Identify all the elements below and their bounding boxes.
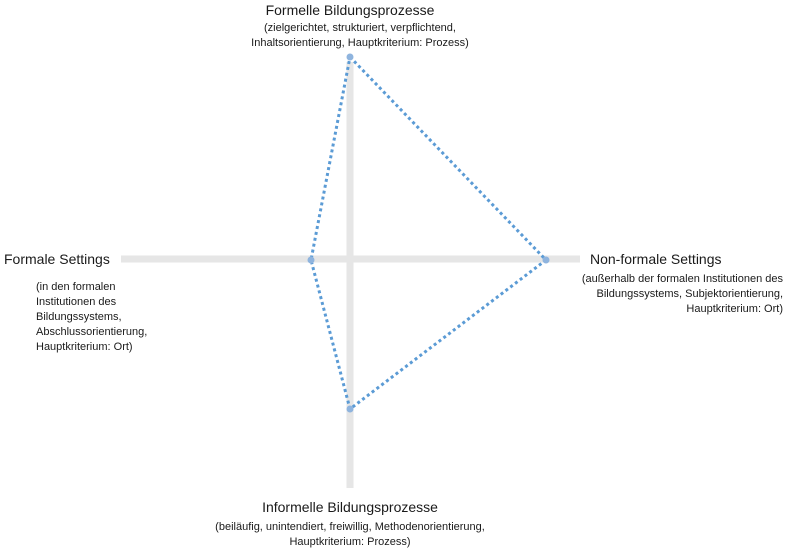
- right-desc-line: Hauptkriterium: Ort): [686, 303, 783, 315]
- left-desc-line: Hauptkriterium: Ort): [36, 341, 133, 353]
- bottom-desc-line: (beiläufig, unintendiert, freiwillig, Me…: [215, 521, 485, 533]
- point-bottom: [346, 405, 354, 413]
- top-title: Formelle Bildungsprozesse: [265, 2, 435, 18]
- right-description: (außerhalb der formalen Institutionen de…: [582, 272, 783, 317]
- top-description: (zielgerichtet, strukturiert, verpflicht…: [200, 21, 520, 51]
- top-desc-line: Inhaltsorientierung, Hauptkriterium: Pro…: [251, 37, 469, 49]
- bottom-title: Informelle Bildungsprozesse: [262, 499, 438, 515]
- left-description: (in den formalen Institutionen des Bildu…: [36, 280, 147, 355]
- point-top: [346, 53, 354, 61]
- point-right: [542, 256, 550, 264]
- top-desc-line: (zielgerichtet, strukturiert, verpflicht…: [264, 22, 456, 34]
- profile-polygon: [309, 53, 549, 412]
- bottom-description: (beiläufig, unintendiert, freiwillig, Me…: [150, 520, 550, 550]
- left-title: Formale Settings: [4, 251, 110, 267]
- point-left: [307, 256, 315, 264]
- left-desc-line: (in den formalen: [36, 281, 116, 293]
- left-desc-line: Institutionen des: [36, 296, 117, 308]
- right-desc-line: (außerhalb der formalen Institutionen de…: [581, 273, 783, 285]
- left-desc-line: Abschlussorientierung,: [36, 326, 148, 338]
- right-desc-line: Bildungssystems, Subjektorientierung,: [596, 288, 783, 300]
- right-title: Non-formale Settings: [590, 251, 722, 267]
- left-desc-line: Bildungssystems,: [36, 311, 122, 323]
- bottom-desc-line: Hauptkriterium: Prozess): [289, 536, 411, 548]
